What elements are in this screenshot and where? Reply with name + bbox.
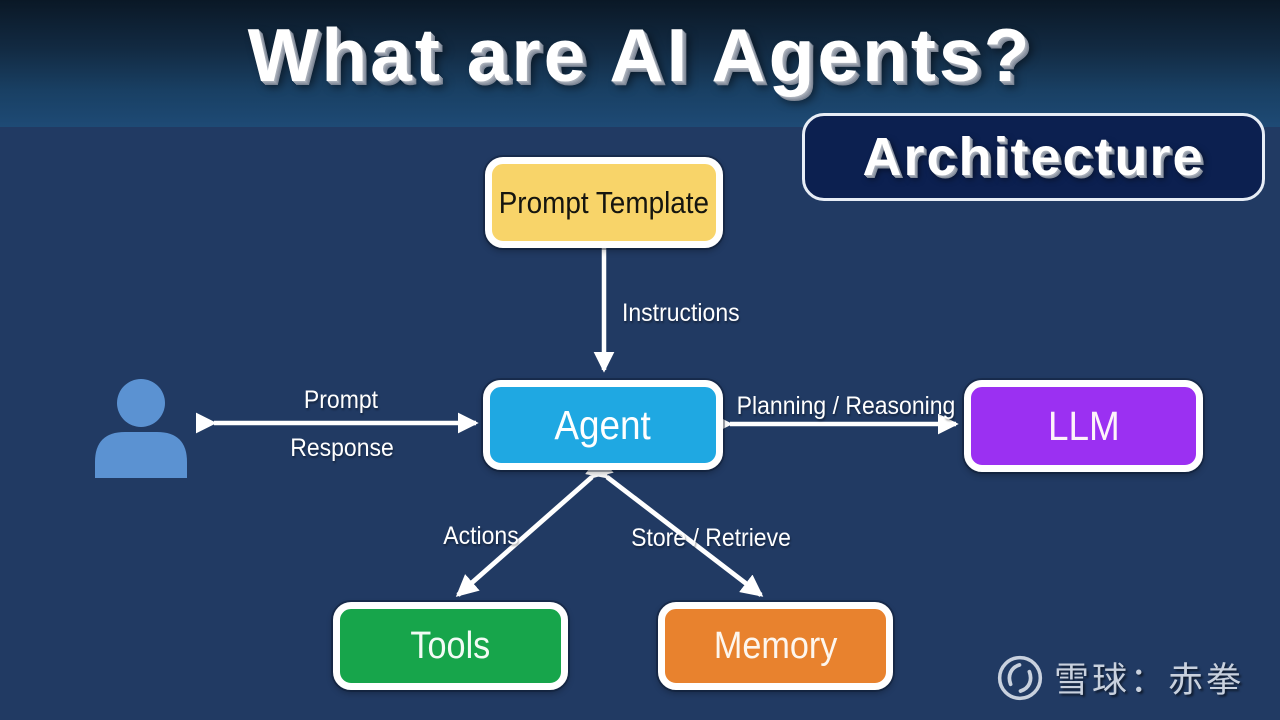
xueqiu-logo-icon xyxy=(997,655,1043,700)
node-prompt-template-label: Prompt Template xyxy=(498,184,710,220)
edge-label-store-retrieve: Store / Retrieve xyxy=(631,524,791,552)
edge-agent-tools-line xyxy=(455,456,614,597)
edge-label-actions: Actions xyxy=(443,522,519,550)
edge-label-planning-reasoning: Planning / Reasoning xyxy=(736,392,956,420)
node-agent: Agent xyxy=(483,380,723,470)
node-llm: LLM xyxy=(964,380,1203,472)
node-tools: Tools xyxy=(333,602,568,690)
node-llm-label: LLM xyxy=(1047,402,1120,449)
node-memory-label: Memory xyxy=(713,624,838,667)
architecture-badge: Architecture xyxy=(802,113,1265,201)
node-tools-label: Tools xyxy=(410,624,491,667)
node-prompt-template: Prompt Template xyxy=(485,157,723,248)
page-title: What are AI Agents? xyxy=(247,13,1033,97)
edge-agent-memory-line xyxy=(585,456,764,597)
watermark: 雪球：赤拳 xyxy=(996,652,1244,703)
architecture-badge-label: Architecture xyxy=(862,127,1205,187)
watermark-text: 雪球：赤拳 xyxy=(1054,661,1245,700)
person-icon xyxy=(95,379,187,478)
edge-label-prompt: Prompt xyxy=(303,386,379,414)
edge-label-response: Response xyxy=(290,434,394,462)
edge-label-instructions: Instructions xyxy=(622,299,740,327)
node-agent-label: Agent xyxy=(554,401,652,448)
header-band xyxy=(0,0,1280,127)
node-memory: Memory xyxy=(658,602,893,690)
